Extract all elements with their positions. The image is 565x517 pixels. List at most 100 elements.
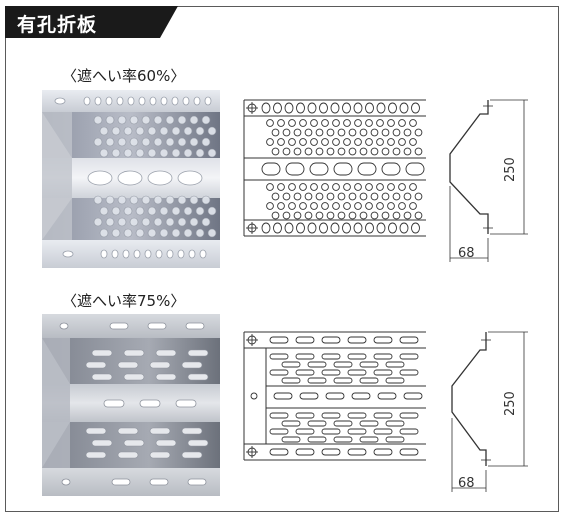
slope-hole xyxy=(332,119,340,127)
slope-slot xyxy=(385,436,405,443)
web-slot xyxy=(357,162,377,176)
slope-hole xyxy=(315,147,324,156)
slope-hole xyxy=(299,202,307,210)
flange-slot xyxy=(347,336,367,344)
flange-hole xyxy=(376,222,386,234)
photo-hole xyxy=(153,137,163,147)
flange-hole xyxy=(261,222,271,234)
slope-slot xyxy=(385,361,405,368)
slope-hole xyxy=(376,202,384,210)
slope-hole xyxy=(409,202,417,210)
photo-hole xyxy=(207,148,217,158)
slope-hole xyxy=(337,128,346,137)
slope-hole xyxy=(315,211,324,220)
slope-hole xyxy=(376,183,384,191)
slope-hole xyxy=(271,128,280,137)
photo-hole xyxy=(177,195,187,205)
photo-hole xyxy=(123,126,133,136)
photo-hole xyxy=(93,217,103,227)
slope-slot xyxy=(359,436,379,443)
slope-hole xyxy=(293,147,302,156)
photo-hole xyxy=(207,228,217,238)
photo-hole xyxy=(159,228,169,238)
photo-hole xyxy=(177,115,187,125)
web-slot xyxy=(261,162,281,176)
slope-hole xyxy=(282,128,291,137)
slope-slot xyxy=(373,369,393,376)
web-slot xyxy=(351,392,371,400)
slope-hole xyxy=(348,192,357,201)
flange-slot xyxy=(347,448,367,456)
slope-hole xyxy=(409,138,417,146)
slope-hole xyxy=(343,202,351,210)
slope-slot xyxy=(333,361,353,368)
slope-hole xyxy=(321,202,329,210)
photo-hole xyxy=(105,137,115,147)
slope-hole xyxy=(354,119,362,127)
slope-hole xyxy=(376,138,384,146)
flange-hole xyxy=(342,102,351,114)
slope-hole xyxy=(370,192,379,201)
flange-hole xyxy=(296,222,305,234)
slope-hole xyxy=(387,119,395,127)
slope-slot xyxy=(373,353,393,360)
slope-hole xyxy=(370,128,379,137)
profile-drawing-75: 250 68 xyxy=(440,328,540,498)
slope-slot xyxy=(399,428,419,435)
flange-hole xyxy=(399,102,409,114)
photo-hole xyxy=(189,115,199,125)
photo-hole xyxy=(195,148,205,158)
web-slot xyxy=(325,392,345,400)
flange-hole xyxy=(365,222,374,234)
photo-hole xyxy=(111,126,121,136)
slope-hole xyxy=(337,211,346,220)
slope-slot xyxy=(281,436,301,443)
slope-slot xyxy=(399,353,419,360)
slope-slot xyxy=(269,353,289,360)
photo-hole xyxy=(141,115,151,125)
caption-75: 〈遮へい率75%〉 xyxy=(62,292,186,310)
slope-slot xyxy=(307,377,327,384)
slope-slot xyxy=(385,420,405,427)
slope-hole xyxy=(359,211,368,220)
photo-hole xyxy=(183,228,193,238)
slope-hole xyxy=(392,192,401,201)
photo-hole xyxy=(99,126,109,136)
flange-slot xyxy=(295,448,315,456)
slope-hole xyxy=(315,192,324,201)
slope-slot xyxy=(399,412,419,419)
slope-hole xyxy=(277,138,285,146)
web-slot xyxy=(381,162,401,176)
flange-slot xyxy=(373,448,393,456)
photo-hole xyxy=(171,126,181,136)
slope-hole xyxy=(409,183,417,191)
photo-hole xyxy=(147,126,157,136)
slope-hole xyxy=(381,128,390,137)
slope-hole xyxy=(288,183,296,191)
slope-hole xyxy=(326,147,335,156)
flange-slot xyxy=(269,336,289,344)
slope-hole xyxy=(304,192,313,201)
web-slot xyxy=(403,392,423,400)
dim-flange-75: 68 xyxy=(458,476,475,491)
flange-slot xyxy=(373,336,393,344)
slope-hole xyxy=(354,183,362,191)
slope-hole xyxy=(398,202,406,210)
slope-hole xyxy=(282,192,291,201)
photo-hole xyxy=(117,195,127,205)
photo-hole xyxy=(147,206,157,216)
photo-hole xyxy=(105,195,115,205)
slope-hole xyxy=(288,119,296,127)
slope-slot xyxy=(269,428,289,435)
flange-hole xyxy=(273,102,282,114)
title-tab-slant xyxy=(160,6,178,38)
flange-hole xyxy=(284,102,294,114)
flange-hole xyxy=(376,102,386,114)
slope-slot xyxy=(269,412,289,419)
slope-hole xyxy=(398,119,406,127)
slope-slot xyxy=(373,428,393,435)
caption-60: 〈遮へい率60%〉 xyxy=(62,67,186,85)
profile-drawing-60: 250 68 xyxy=(440,96,540,266)
slope-hole xyxy=(321,119,329,127)
slope-hole xyxy=(387,138,395,146)
